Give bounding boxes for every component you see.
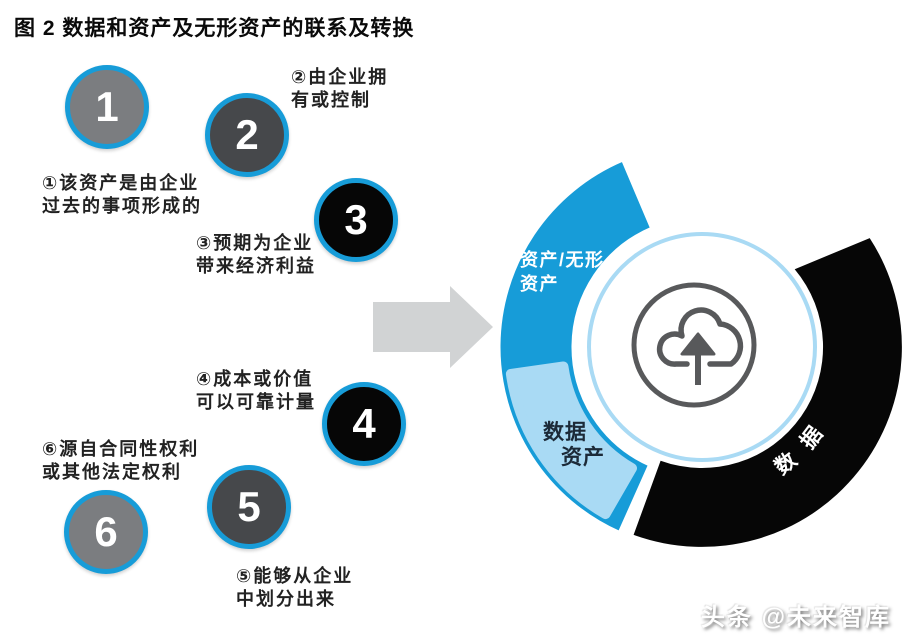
transform-arrow-shape <box>373 286 493 368</box>
asset-arc-label-line1: 资产/无形 <box>520 249 605 270</box>
step-label-1: ①该资产是由企业 过去的事项形成的 <box>42 173 202 216</box>
figure-title: 图 2 数据和资产及无形资产的联系及转换 <box>14 17 415 40</box>
step-label-4: ④成本或价值 可以可靠计量 <box>196 369 316 412</box>
data-asset-label-line1: 数据 <box>543 421 587 444</box>
data-asset-label-line2: 资产 <box>561 445 605 469</box>
step-circle-2: 2 <box>205 93 289 177</box>
upload-arrow-head <box>680 332 716 356</box>
cloud-upload-icon-ring <box>631 282 757 408</box>
watermark: 头条 @未来智库 <box>700 604 891 631</box>
step-circle-3: 3 <box>314 178 398 262</box>
step-circle-1: 1 <box>65 65 149 149</box>
step-circle-4: 4 <box>322 382 406 466</box>
transform-arrow-icon <box>373 286 493 368</box>
step-number-4: 4 <box>352 400 376 447</box>
step-circle-5: 5 <box>207 465 291 549</box>
step-number-5: 5 <box>237 483 261 530</box>
step-number-2: 2 <box>235 111 259 158</box>
step-label-2: ②由企业拥 有或控制 <box>291 67 389 110</box>
step-label-5: ⑤能够从企业 中划分出来 <box>236 566 354 609</box>
data-arc <box>633 238 902 547</box>
cloud-upload-icon <box>631 282 757 408</box>
data-asset-cycle-diagram: 资产/无形 资产 数据 资产 据 数 <box>497 158 902 547</box>
step-number-3: 3 <box>344 196 368 243</box>
step-number-6: 6 <box>94 508 118 555</box>
asset-arc-label-line2: 资产 <box>520 273 559 294</box>
cloud-shape <box>656 307 744 367</box>
step-label-6: ⑥源自合同性权利 或其他法定权利 <box>42 439 200 482</box>
step-label-3: ③预期为企业 带来经济利益 <box>196 233 316 276</box>
data-asset-segment <box>505 361 637 520</box>
step-circle-6: 6 <box>64 490 148 574</box>
step-number-1: 1 <box>95 83 119 130</box>
